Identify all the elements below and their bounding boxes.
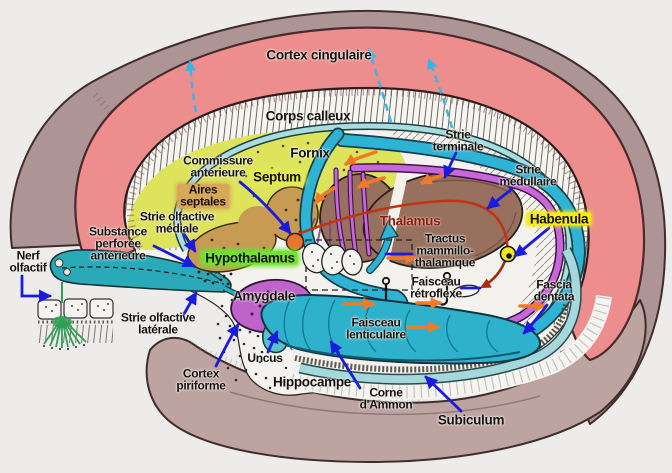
arrow-subiculum bbox=[424, 375, 463, 413]
arrow-cortex-piriforme bbox=[214, 323, 240, 368]
fascia-dentata-band bbox=[299, 248, 581, 384]
anterior-commissure-dot bbox=[285, 232, 305, 252]
stria-medullaris-red-line bbox=[297, 199, 509, 251]
flow-arrow bbox=[314, 186, 336, 205]
flow-arrows bbox=[314, 150, 547, 333]
olfactory-tract-shape bbox=[49, 249, 232, 293]
ascending-dashed-arrows bbox=[185, 47, 454, 129]
olfactory-epithelium-hatch bbox=[38, 325, 113, 343]
mammillary-bodies bbox=[301, 242, 363, 276]
olfactory-epithelium-dots bbox=[45, 303, 109, 312]
hippocampal-sulcus-stipple-band bbox=[294, 303, 569, 373]
ascending-dashed-arrow bbox=[427, 57, 454, 129]
left-hemisphere-hatch bbox=[92, 92, 152, 231]
inner-hatched-wedge bbox=[392, 130, 570, 342]
subiculum-white-band bbox=[290, 294, 612, 400]
arrow-strie-olfactive-mediale bbox=[182, 232, 197, 253]
flow-arrow bbox=[356, 176, 386, 189]
olfactory-nerve-fibers bbox=[43, 317, 87, 348]
arrow-habenula bbox=[513, 226, 551, 258]
ascending-dashed-arrow bbox=[366, 47, 393, 123]
olfactory-epithelium-sketch bbox=[37, 298, 114, 320]
hippocampus-striations bbox=[283, 297, 521, 362]
label-arrows bbox=[20, 151, 551, 413]
arrow-uncus bbox=[266, 330, 279, 354]
arrow-strie-terminale bbox=[443, 151, 458, 179]
olfactory-fiber-tips bbox=[43, 344, 85, 350]
habenula-group bbox=[499, 245, 517, 263]
olfactory-bulb-glomerulus bbox=[63, 268, 71, 276]
mammillary-dashed-box bbox=[305, 239, 413, 291]
arrow-strie-medullaire bbox=[486, 187, 514, 210]
ascending-dashed-arrow bbox=[185, 59, 198, 113]
mammillary-stipple bbox=[311, 251, 355, 269]
hypothalamus-blob bbox=[238, 206, 278, 242]
arrow-commissure-anterieure bbox=[238, 180, 292, 235]
parahippocampal-bands bbox=[290, 247, 612, 400]
olfactory-system bbox=[37, 243, 268, 350]
flow-arrow bbox=[343, 150, 378, 166]
arrow-corne-ammon bbox=[329, 340, 362, 390]
callosum-outer-edge-line bbox=[123, 87, 590, 319]
arrow-substance-perforee bbox=[152, 244, 196, 268]
arrow-fascia-dentata bbox=[522, 303, 549, 335]
arrow-strie-olfactive-laterale bbox=[182, 291, 198, 316]
olfactory-bulb-glomerulus bbox=[54, 258, 64, 268]
fornix-recurrent-arrowhead bbox=[378, 219, 400, 241]
arrow-nerf-olfactif bbox=[20, 274, 52, 303]
habenula-core bbox=[506, 253, 512, 259]
olfactory-tract-dashed-core bbox=[61, 266, 225, 285]
